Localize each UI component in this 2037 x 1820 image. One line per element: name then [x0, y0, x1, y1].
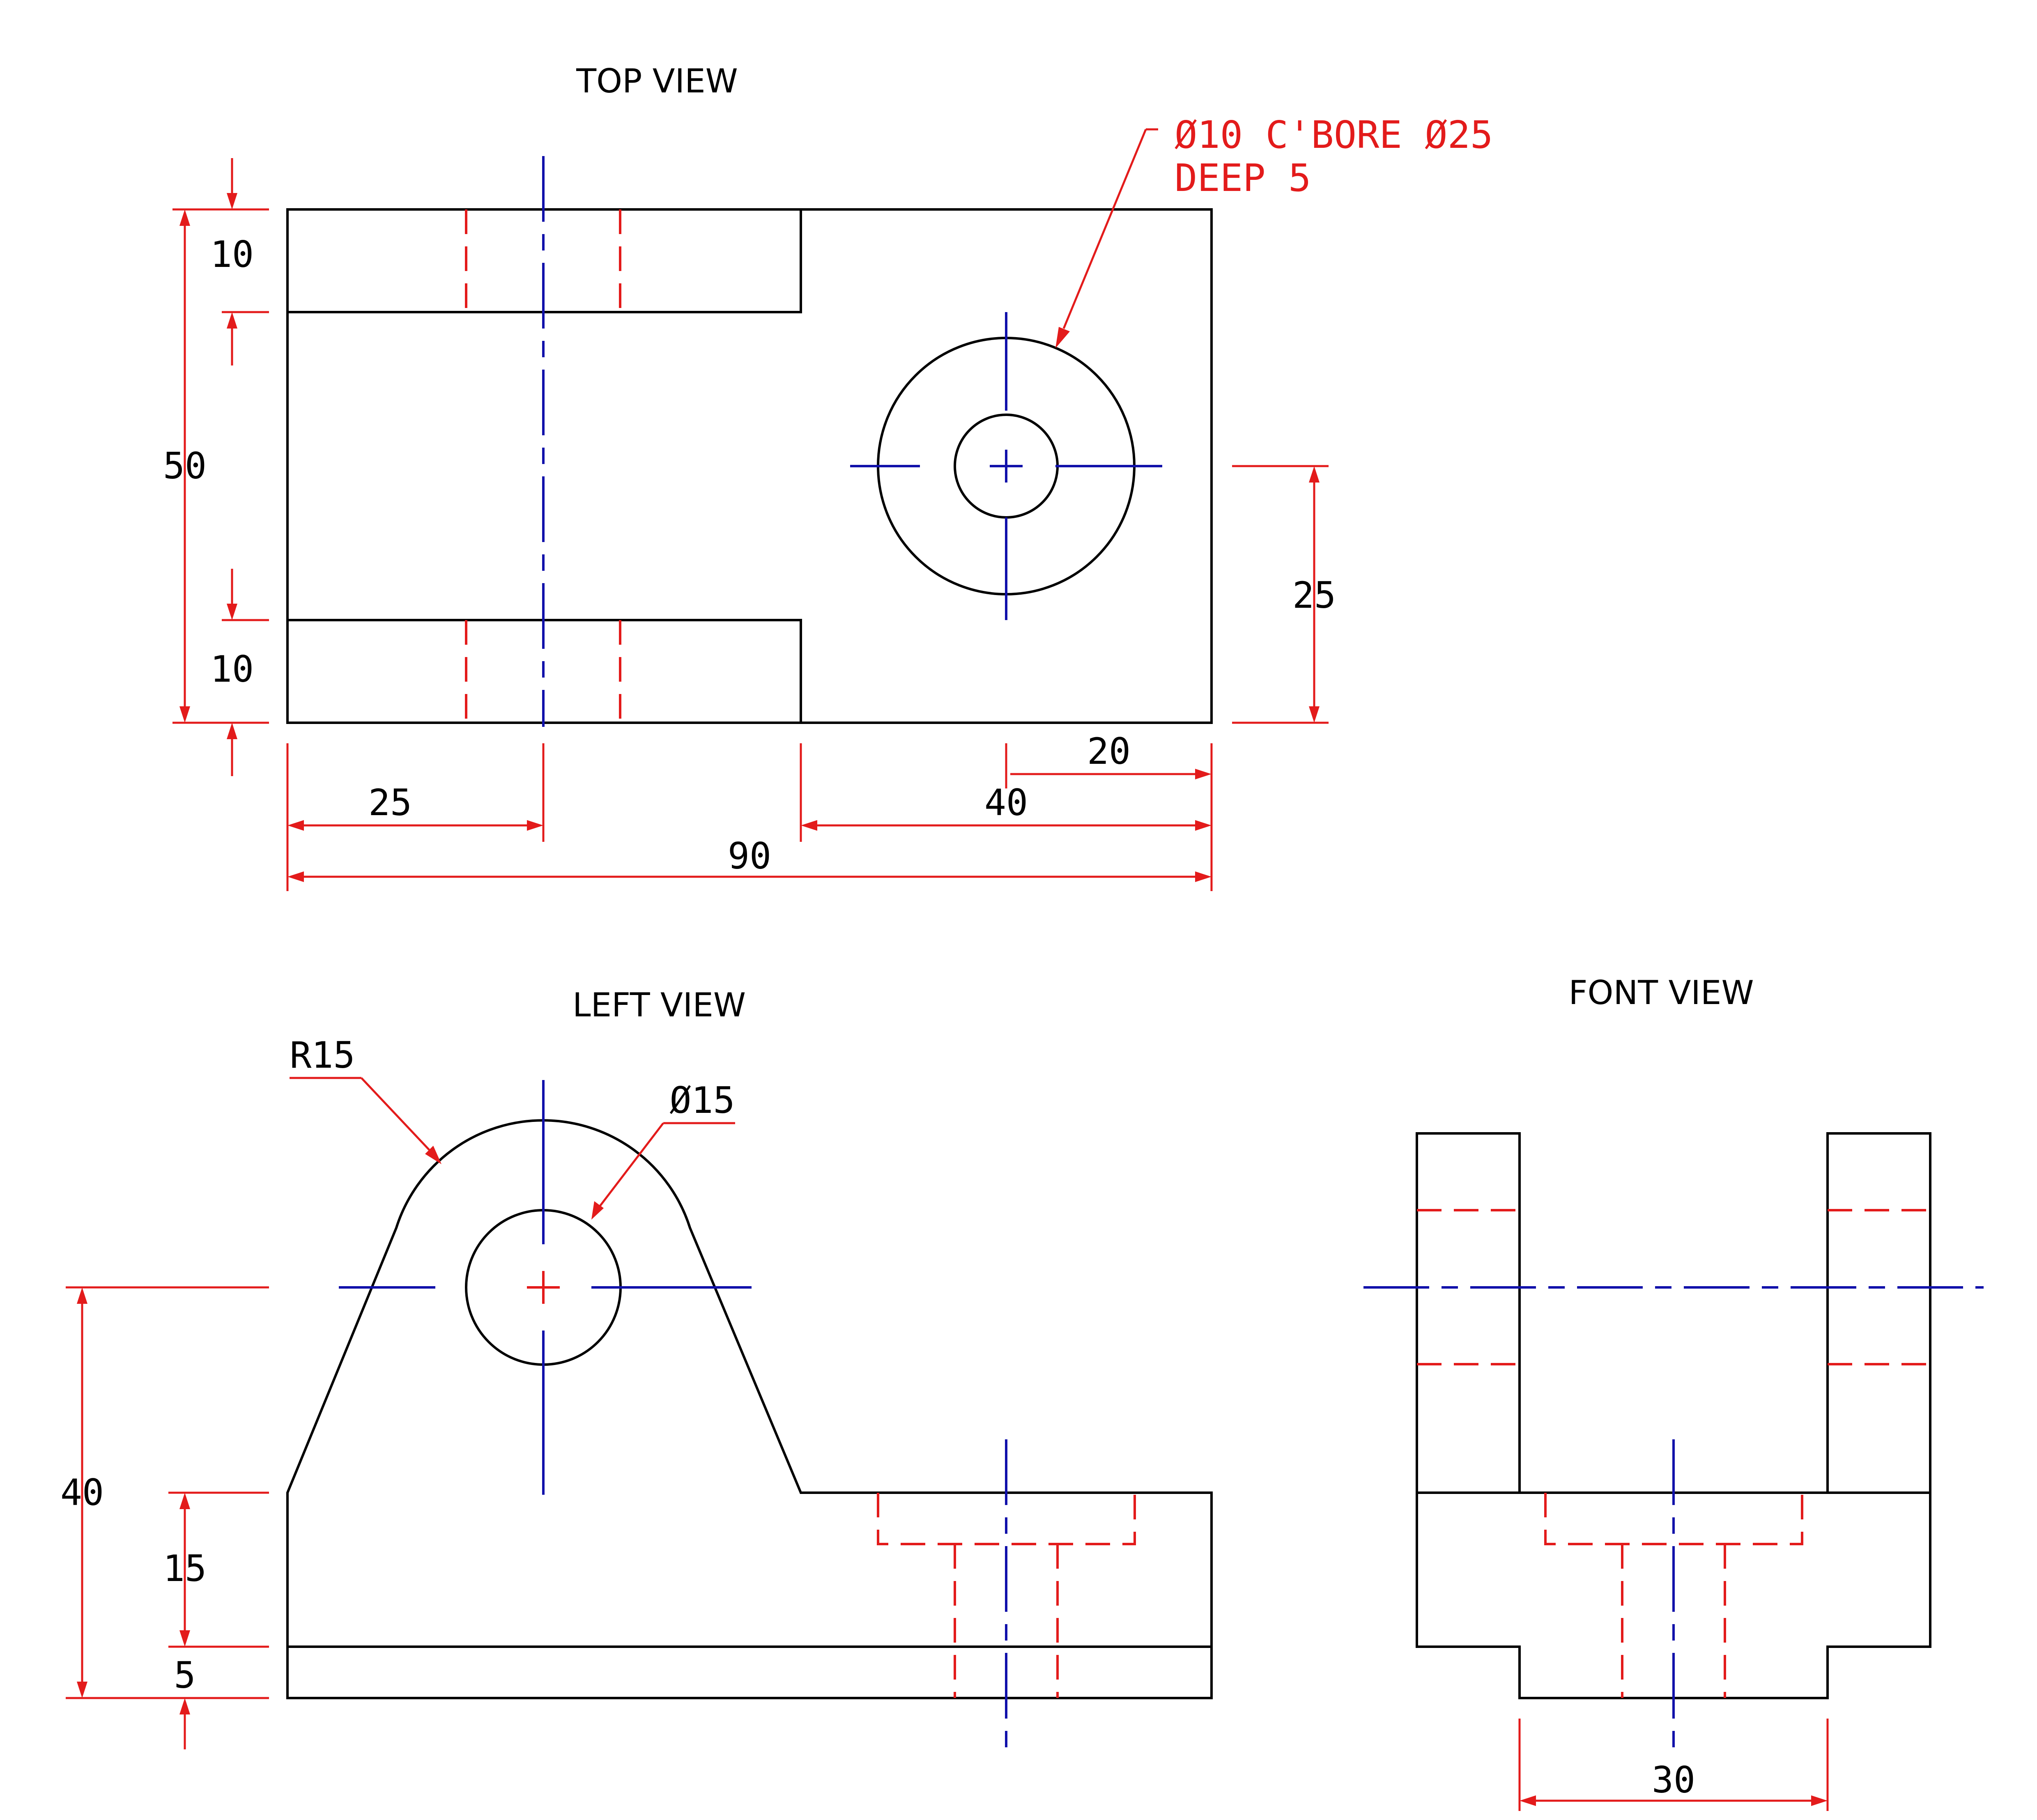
top-slot-upper-edge — [287, 209, 802, 313]
dim-radius: R15 — [290, 1034, 355, 1076]
dim-base-width: 30 — [1652, 1759, 1695, 1801]
front-outline — [1416, 1132, 1931, 1699]
counterbore-note-line2: DEEP 5 — [1175, 156, 1311, 200]
hole-center-mark — [850, 312, 1162, 620]
front-view: FONT VIEW 30 — [1363, 974, 1984, 1811]
top-view-title: TOP VIEW — [576, 62, 738, 100]
top-view: TOP VIEW — [163, 62, 1493, 891]
top-right-dimension — [1232, 465, 1329, 724]
dim-pin-hole: Ø15 — [670, 1079, 735, 1121]
dim-depth: 50 — [163, 445, 207, 487]
left-hidden-counterbore — [877, 1493, 1136, 1698]
left-view-title: LEFT VIEW — [572, 986, 746, 1024]
top-outline — [286, 208, 1213, 724]
left-view: LEFT VIEW — [60, 986, 1213, 1751]
dim-center-height: 40 — [60, 1471, 104, 1514]
pin-center-mark — [527, 1271, 560, 1304]
top-bottom-dimensions — [286, 743, 1213, 891]
dim-boss-length: 40 — [984, 781, 1028, 824]
pin-center-lines — [339, 1080, 752, 1495]
dim-overall-length: 90 — [728, 835, 771, 877]
dim-slot-top: 10 — [210, 233, 254, 276]
dim-slot-bottom: 10 — [210, 648, 254, 690]
dim-slot-center: 25 — [368, 781, 412, 824]
dim-hole-offset-x: 20 — [1087, 730, 1131, 772]
top-slot-lower-edge — [287, 619, 802, 723]
front-hidden-pin-hole — [1417, 1209, 1930, 1365]
front-hidden-counterbore — [1544, 1493, 1803, 1698]
pin-hole-leader — [591, 1122, 735, 1220]
counterbore-leader — [1055, 128, 1158, 348]
top-left-dimensions — [172, 158, 269, 776]
front-bottom-dimension — [1518, 1719, 1829, 1811]
left-outline — [286, 1119, 1213, 1699]
front-view-title: FONT VIEW — [1568, 974, 1754, 1012]
dim-step-height: 15 — [163, 1547, 207, 1590]
left-view-dimensions — [66, 1286, 269, 1749]
dim-base-height: 5 — [174, 1654, 196, 1696]
dim-hole-offset-y: 25 — [1292, 574, 1336, 616]
counterbore-note-line1: Ø10 C'BORE Ø25 — [1175, 113, 1493, 157]
radius-leader — [290, 1077, 441, 1164]
